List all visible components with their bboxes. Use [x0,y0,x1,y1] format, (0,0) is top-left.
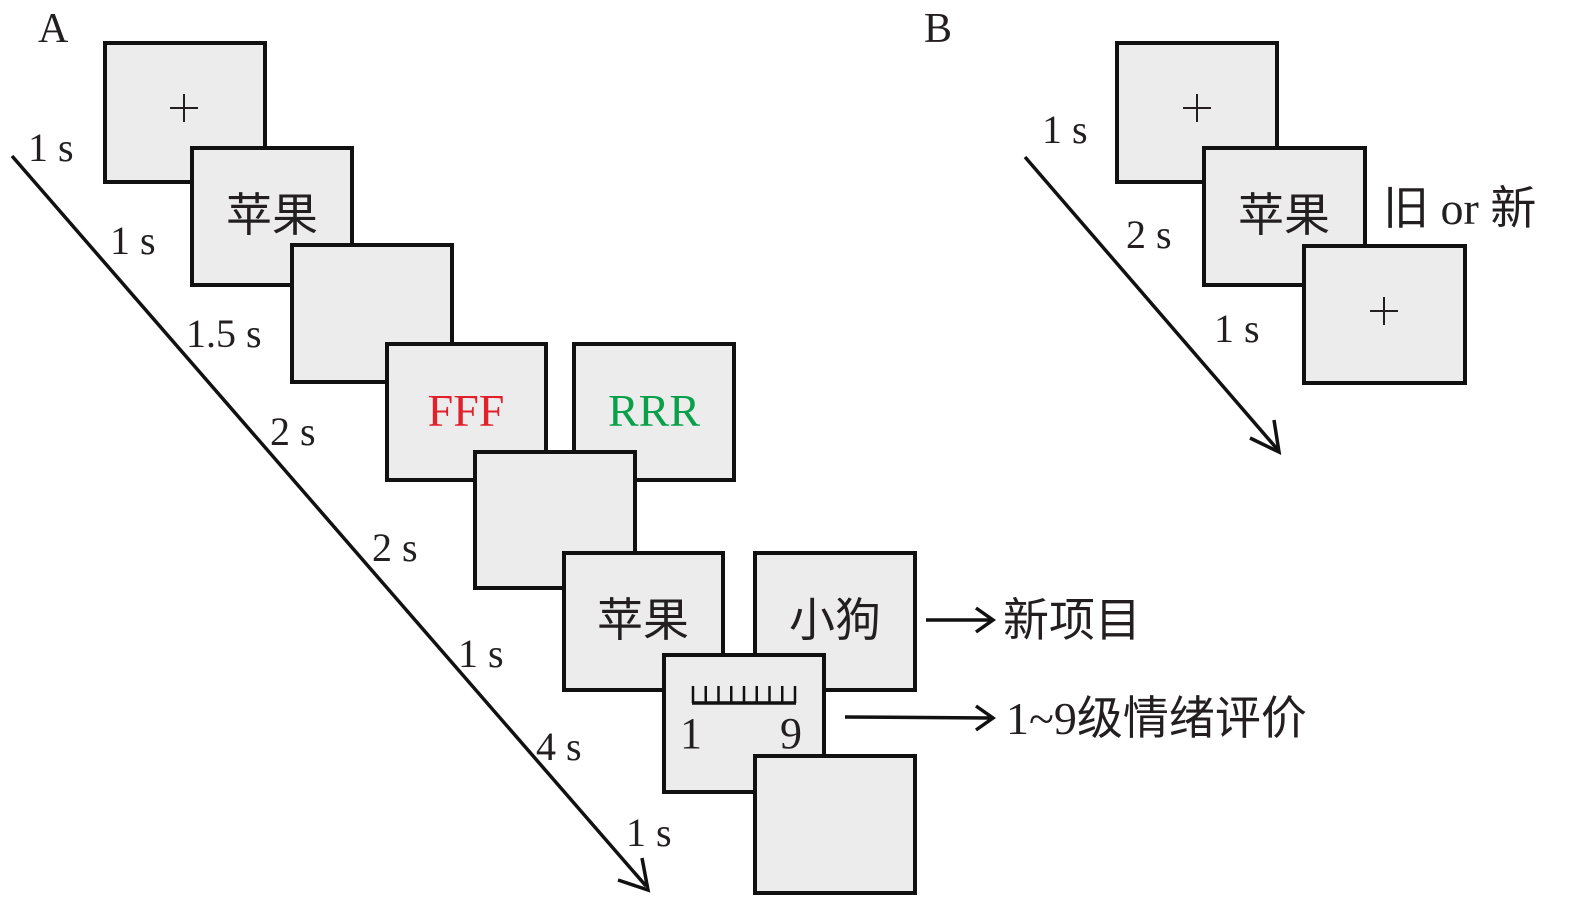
duration-label: 2 s [270,409,316,454]
duration-label: 1 s [458,631,504,676]
stroop-stimulus-rrr: RRR [608,385,700,436]
response-prompt: 旧 or 新 [1383,183,1536,234]
panel-b-label: B [924,6,952,52]
arrow-right-icon [974,606,997,634]
duration-label: 4 s [536,724,582,769]
panel-a: A 1 s 1 s 1.5 s 2 s 2 s 1 s 4 s 1 s 苹果 [10,6,1307,895]
fixation-cross-icon [1183,94,1211,122]
arrowhead-icon [1249,419,1282,456]
screen-fixation [1302,244,1467,385]
arrowhead-icon [617,857,651,893]
rating-scale-icon [691,686,797,705]
timeline-arrow-a [10,154,651,893]
panel-a-label: A [38,6,69,52]
stimulus-word: 苹果 [226,190,318,241]
screen-word: 苹果 [1202,146,1367,287]
fixation-cross-icon [170,94,198,122]
panel-b: B 1 s 2 s 1 s 苹果 旧 or 新 [924,6,1536,456]
timeline-line-b [1023,155,1280,452]
annotation-new-item: 新项目 [926,595,1141,646]
duration-label: 1 s [28,125,74,170]
annotation-text: 1~9级情绪评价 [1006,693,1307,744]
stimulus-word: 小狗 [789,595,881,646]
scale-max-label: 9 [780,709,802,758]
annotation-rating: 1~9级情绪评价 [844,693,1307,744]
duration-label: 1 s [626,810,672,855]
stimulus-word: 苹果 [1238,190,1330,241]
timeline-line-a [10,154,648,888]
annotation-text: 新项目 [1003,595,1141,646]
timeline-arrow-b [1023,155,1282,456]
pointer-arrow-line [844,715,991,720]
screen-fixation [103,41,267,184]
duration-label: 1 s [110,218,156,263]
duration-label: 2 s [1126,212,1172,257]
scale-min-label: 1 [680,709,702,758]
arrow-right-icon [974,704,997,732]
screen-blank [753,754,917,895]
duration-label: 1 s [1214,306,1260,351]
screen-test-old: 苹果 [562,551,725,692]
stimulus-word: 苹果 [597,595,689,646]
duration-label: 1.5 s [186,311,262,356]
duration-label: 2 s [372,525,418,570]
stroop-stimulus-fff: FFF [428,385,505,436]
fixation-cross-icon [1370,297,1398,325]
duration-label: 1 s [1042,107,1088,152]
